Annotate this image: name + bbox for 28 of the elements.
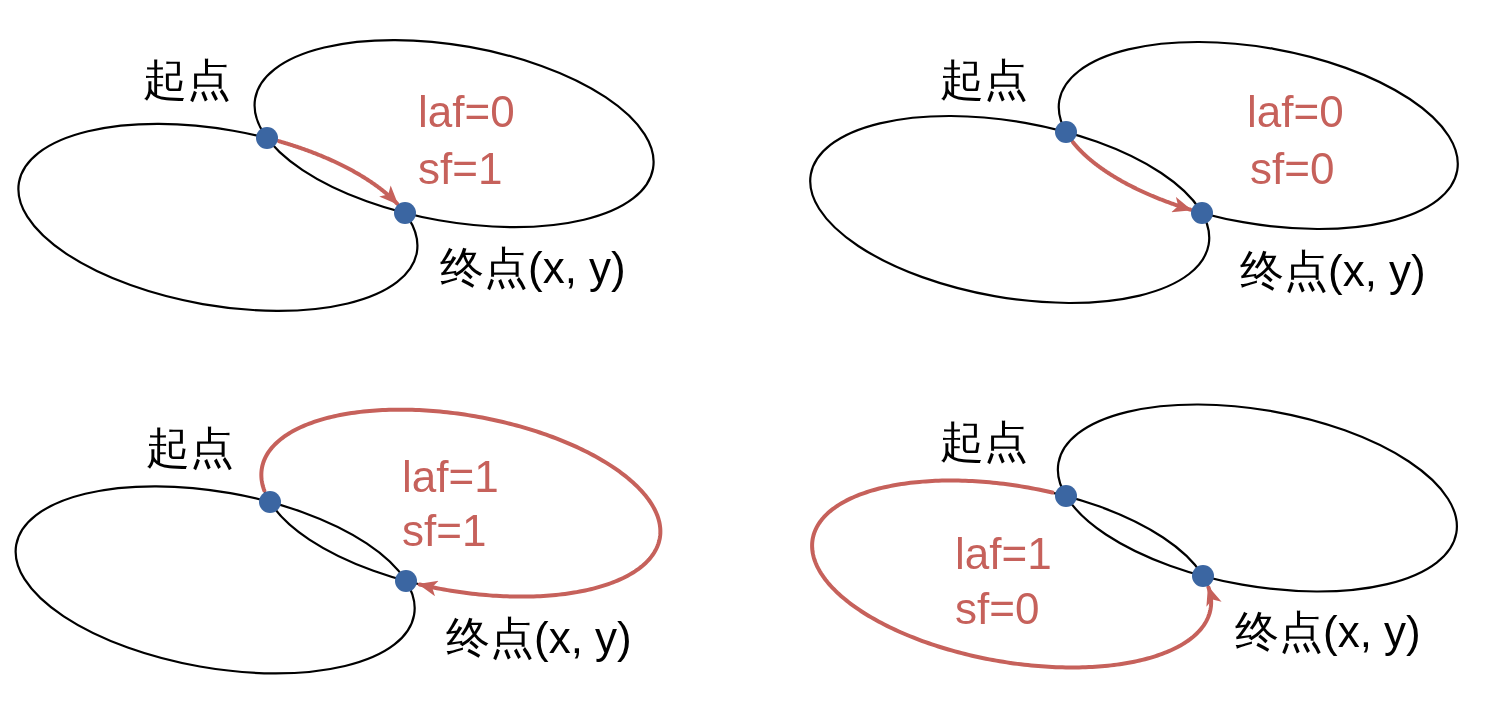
arc-flag-label: sf=1 bbox=[402, 509, 487, 553]
point-label: 终点(x, y) bbox=[446, 616, 632, 660]
point-label: 终点(x, y) bbox=[440, 246, 626, 290]
point-dot bbox=[259, 491, 281, 513]
arc-flag-label: sf=1 bbox=[418, 147, 503, 191]
arc-flag-label: laf=0 bbox=[1247, 90, 1344, 134]
point-label: 起点 bbox=[940, 58, 1028, 102]
point-dot bbox=[256, 127, 278, 149]
arc-flag-label: sf=0 bbox=[1250, 147, 1335, 191]
arc-arrow bbox=[810, 478, 1222, 670]
point-label: 终点(x, y) bbox=[1235, 610, 1421, 654]
arc-flag-label: laf=1 bbox=[402, 455, 499, 499]
point-dot bbox=[1055, 485, 1077, 507]
point-dot bbox=[1191, 202, 1213, 224]
point-dot bbox=[394, 202, 416, 224]
point-dot bbox=[1055, 121, 1077, 143]
arc-flag-label: sf=0 bbox=[955, 587, 1040, 631]
arc-arrow bbox=[1070, 140, 1193, 213]
arc-arrow bbox=[259, 407, 663, 599]
point-label: 终点(x, y) bbox=[1240, 249, 1426, 293]
point-label: 起点 bbox=[143, 58, 231, 102]
point-label: 起点 bbox=[940, 420, 1028, 464]
arc-flag-label: laf=1 bbox=[955, 532, 1052, 576]
arc-arrow bbox=[276, 139, 400, 206]
point-dot bbox=[395, 570, 417, 592]
point-dot bbox=[1192, 565, 1214, 587]
arc-flag-label: laf=0 bbox=[418, 90, 515, 134]
point-label: 起点 bbox=[146, 426, 234, 470]
